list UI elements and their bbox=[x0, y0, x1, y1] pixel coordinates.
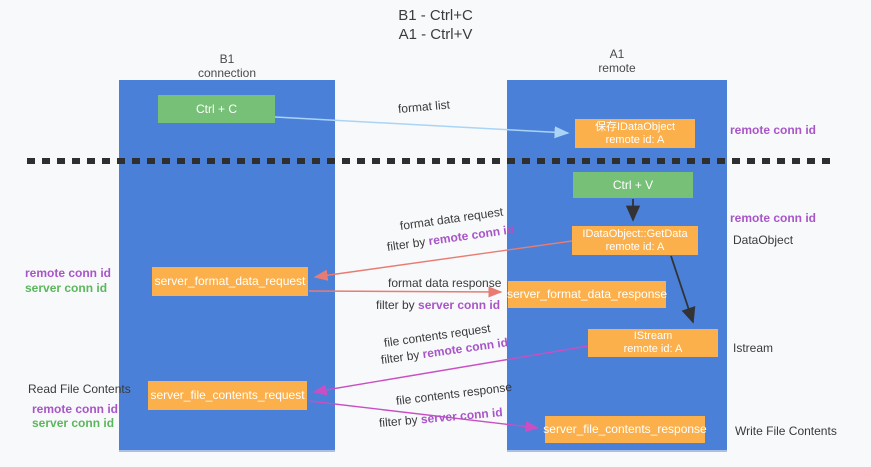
filter-by-server-conn-id-2: filter by server conn id bbox=[378, 405, 503, 430]
ctrl-v-label: Ctrl + V bbox=[612, 178, 654, 192]
server-conn-id-text-1: server conn id bbox=[418, 298, 501, 312]
lane-header-a1: A1 remote bbox=[507, 47, 727, 75]
format-data-response-label: format data response bbox=[388, 276, 502, 290]
left-server-conn-id-1: server conn id bbox=[25, 281, 108, 295]
server-conn-id-text-2: server conn id bbox=[420, 405, 504, 427]
filter-by-text-1: filter by bbox=[386, 234, 430, 254]
server-format-data-response-label: server_format_data_response bbox=[506, 287, 668, 301]
left-server-conn-id-2: server conn id bbox=[32, 416, 115, 430]
getdata-box: IDataObject::GetData remote id: A bbox=[572, 226, 698, 255]
lane-a1-name: A1 bbox=[609, 47, 625, 61]
write-file-contents-label: Write File Contents bbox=[735, 424, 837, 438]
server-file-contents-request-label: server_file_contents_request bbox=[150, 388, 305, 402]
format-list-label: format list bbox=[397, 97, 451, 116]
filter-by-text-4: filter by bbox=[378, 412, 422, 430]
filter-by-text-2: filter by bbox=[376, 298, 419, 312]
server-file-contents-request-box: server_file_contents_request bbox=[148, 381, 307, 410]
server-format-data-response-box: server_format_data_response bbox=[506, 281, 668, 308]
right-remote-conn-id-2: remote conn id bbox=[730, 211, 817, 225]
server-format-data-request-box: server_format_data_request bbox=[152, 267, 308, 296]
getdata-line2: remote id: A bbox=[605, 240, 665, 253]
read-file-contents-label: Read File Contents bbox=[28, 382, 131, 396]
filter-by-text-3: filter by bbox=[380, 347, 424, 367]
lane-b1-name: B1 bbox=[219, 52, 235, 66]
istream-line1: IStream bbox=[633, 330, 673, 342]
title-line-1: B1 - Ctrl+C bbox=[398, 7, 473, 24]
file-contents-response-label: file contents response bbox=[395, 379, 513, 408]
save-dataobject-line1: 保存IDataObject bbox=[594, 120, 676, 133]
istream-box: IStream remote id: A bbox=[588, 329, 718, 357]
lane-header-b1: B1 connection bbox=[119, 52, 335, 80]
ctrl-c-label: Ctrl + C bbox=[195, 102, 237, 116]
istream-side-label: Istream bbox=[733, 341, 774, 355]
diagram-title: B1 - Ctrl+C A1 - Ctrl+V bbox=[0, 6, 871, 44]
dataobject-label: DataObject bbox=[733, 233, 794, 247]
server-file-contents-response-box: server_file_contents_response bbox=[543, 416, 707, 443]
istream-line2: remote id: A bbox=[623, 343, 683, 355]
save-dataobject-box: 保存IDataObject remote id: A bbox=[575, 119, 695, 148]
title-line-2: A1 - Ctrl+V bbox=[398, 26, 473, 43]
lane-a1-subtitle: remote bbox=[598, 61, 636, 75]
ctrl-c-box: Ctrl + C bbox=[158, 95, 275, 123]
lane-b1-subtitle: connection bbox=[197, 66, 257, 80]
left-remote-conn-id-1: remote conn id bbox=[25, 266, 112, 280]
getdata-line1: IDataObject::GetData bbox=[582, 227, 688, 240]
right-remote-conn-id-1: remote conn id bbox=[730, 123, 817, 137]
server-format-data-request-label: server_format_data_request bbox=[154, 274, 306, 288]
left-remote-conn-id-2: remote conn id bbox=[32, 402, 119, 416]
server-file-contents-response-label: server_file_contents_response bbox=[543, 422, 707, 436]
format-data-response-arrow bbox=[308, 286, 503, 298]
save-dataobject-line2: remote id: A bbox=[605, 133, 665, 146]
ctrl-v-box: Ctrl + V bbox=[573, 172, 693, 198]
filter-by-server-conn-id-1: filter by server conn id bbox=[376, 298, 500, 312]
